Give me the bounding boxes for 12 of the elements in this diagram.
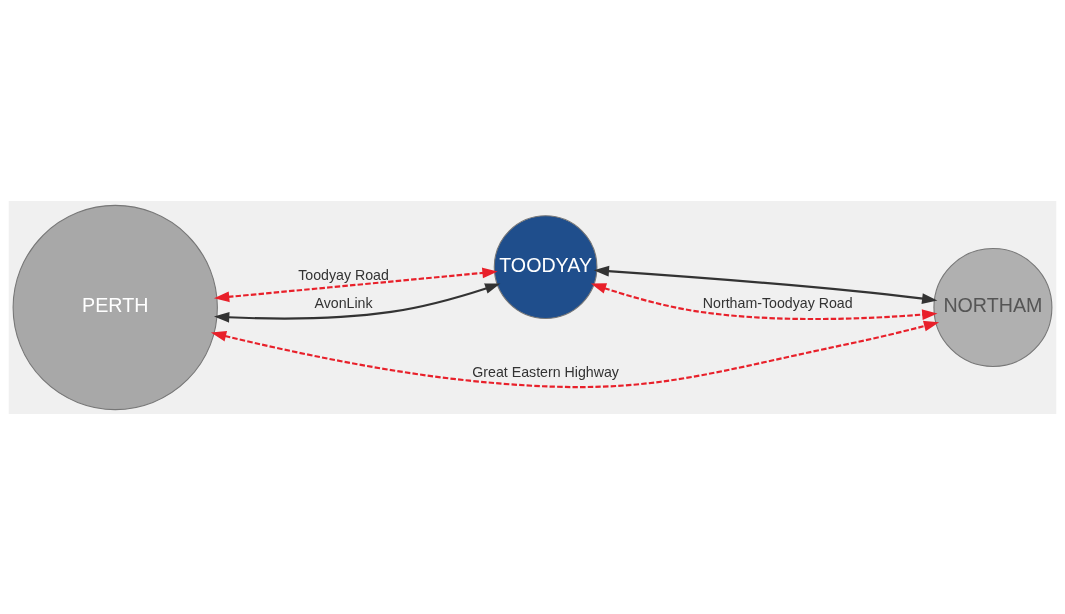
- arrow: [214, 282, 501, 323]
- edge-label: Northam-Toodyay Road: [702, 294, 853, 311]
- edge-label: AvonLink: [314, 294, 373, 311]
- node-circle: PERTH: [12, 204, 218, 410]
- arrow: [210, 320, 940, 388]
- edge-label: Great Eastern Highway: [472, 363, 619, 380]
- node-circle: TOODYAY: [493, 214, 598, 319]
- node-circle: NORTHAM: [933, 247, 1053, 367]
- arrow: [213, 267, 498, 302]
- edge-label: Toodyay Road: [298, 266, 389, 283]
- arrow: [590, 282, 938, 320]
- arrow: [593, 265, 938, 304]
